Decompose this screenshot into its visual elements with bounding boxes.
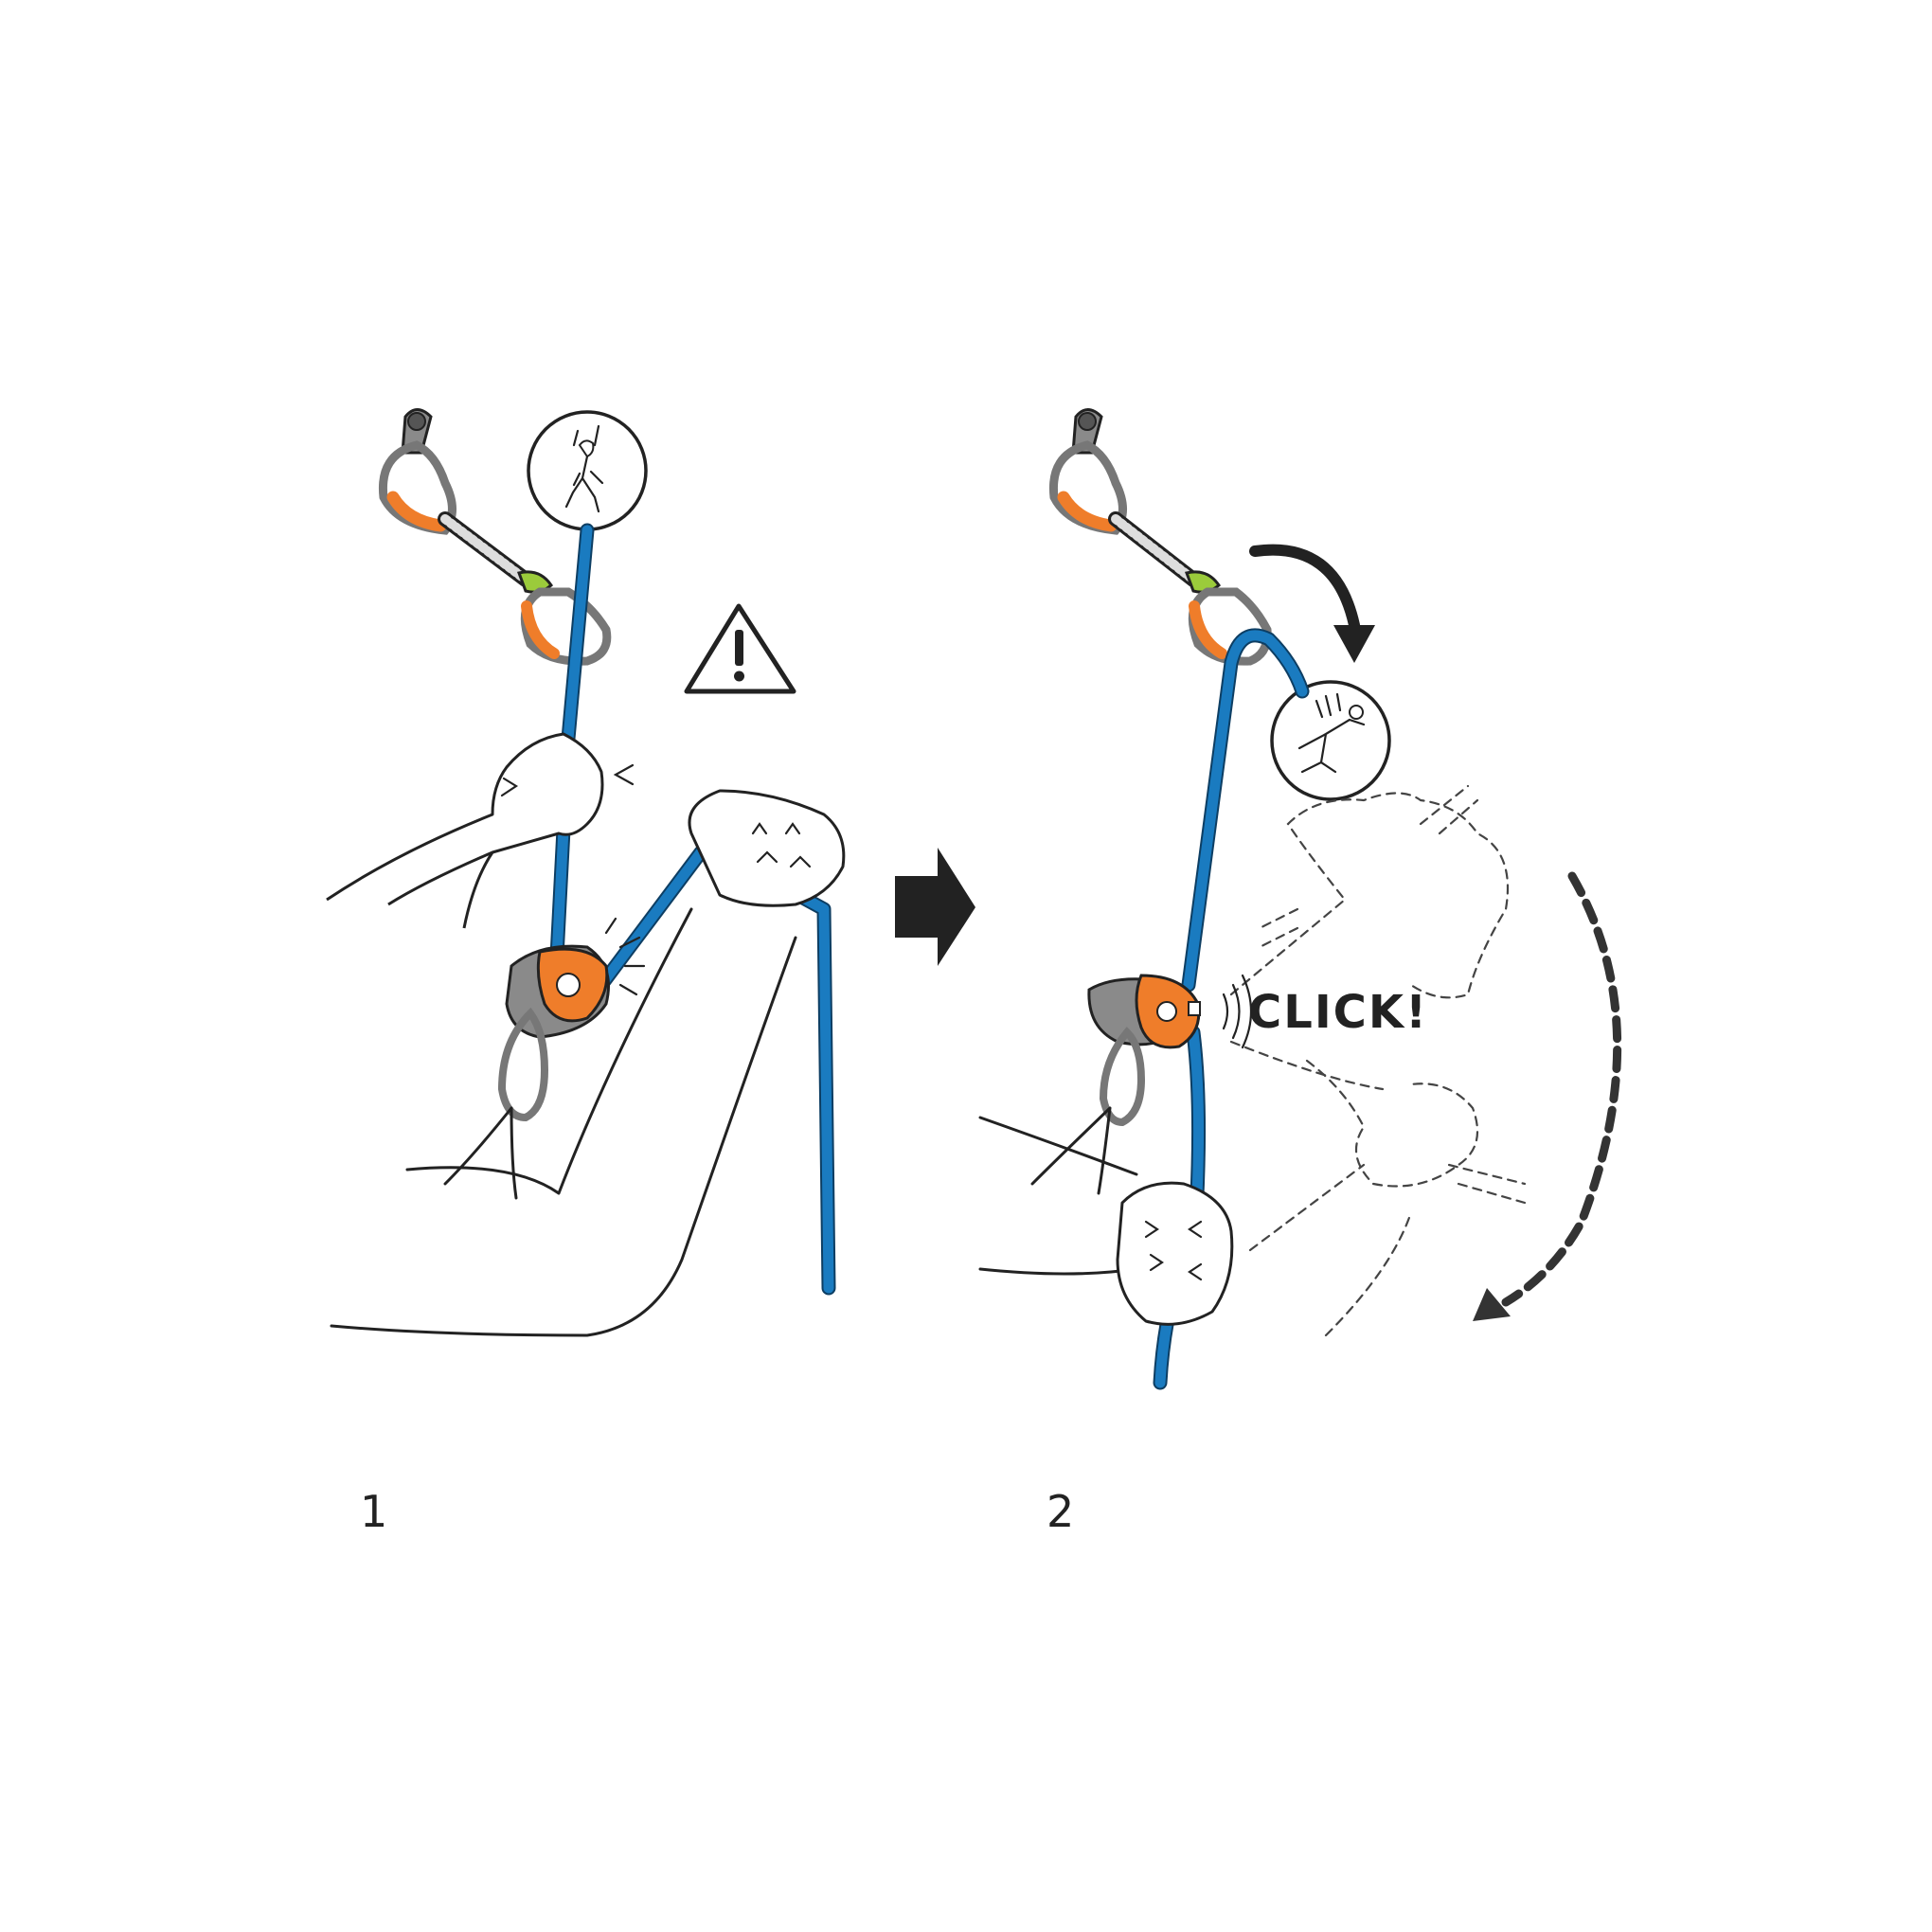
- quickdraw-sling: [1108, 511, 1221, 594]
- warning-triangle-icon: [684, 603, 796, 694]
- belay-device-icon: [1087, 974, 1201, 1049]
- falling-climber-inset-icon: [1270, 680, 1391, 801]
- harness-belay-loop: [443, 1106, 518, 1200]
- click-sound-waves-icon: [1222, 974, 1253, 1049]
- lower-carabiner: [1188, 587, 1272, 666]
- belay-carabiner: [497, 1007, 549, 1122]
- right-arrow-icon: [895, 848, 975, 966]
- belayer-arm: [330, 936, 797, 1337]
- belayer-forearm: [978, 1267, 1138, 1276]
- panel-1-label: 1: [360, 1486, 387, 1537]
- brake-strand-rope-fill: [596, 837, 834, 1294]
- belay-carabiner: [1099, 1027, 1146, 1127]
- upper-carabiner: [378, 440, 456, 535]
- panel-2-label: 2: [1046, 1486, 1074, 1537]
- brake-strand-rope: [594, 835, 836, 1296]
- quickdraw-sling: [438, 511, 553, 594]
- climber-side-rope-fill: [1183, 630, 1308, 991]
- panel-2: CLICK! 2: [978, 408, 1622, 1537]
- climber-inset-icon: [527, 410, 648, 531]
- brake-hand: [688, 789, 846, 907]
- swing-direction-arrow-icon: [1473, 871, 1622, 1321]
- belayer-forearm: [405, 907, 693, 1195]
- click-label: CLICK!: [1248, 986, 1428, 1039]
- climber-side-rope: [1181, 628, 1310, 993]
- belayer-arm: [978, 1116, 1138, 1176]
- lower-carabiner: [520, 587, 612, 666]
- bolt-hanger-icon: [1071, 408, 1103, 455]
- harness-belay-loop: [1030, 1106, 1112, 1195]
- ghost-arm-outline: [1229, 784, 1527, 1337]
- guide-hand: [326, 732, 635, 929]
- fall-direction-arrow-icon: [1249, 544, 1375, 663]
- panel-1: 1: [326, 408, 846, 1537]
- upper-carabiner: [1048, 440, 1127, 535]
- bolt-hanger-icon: [401, 408, 433, 455]
- brake-hand: [1116, 1181, 1234, 1326]
